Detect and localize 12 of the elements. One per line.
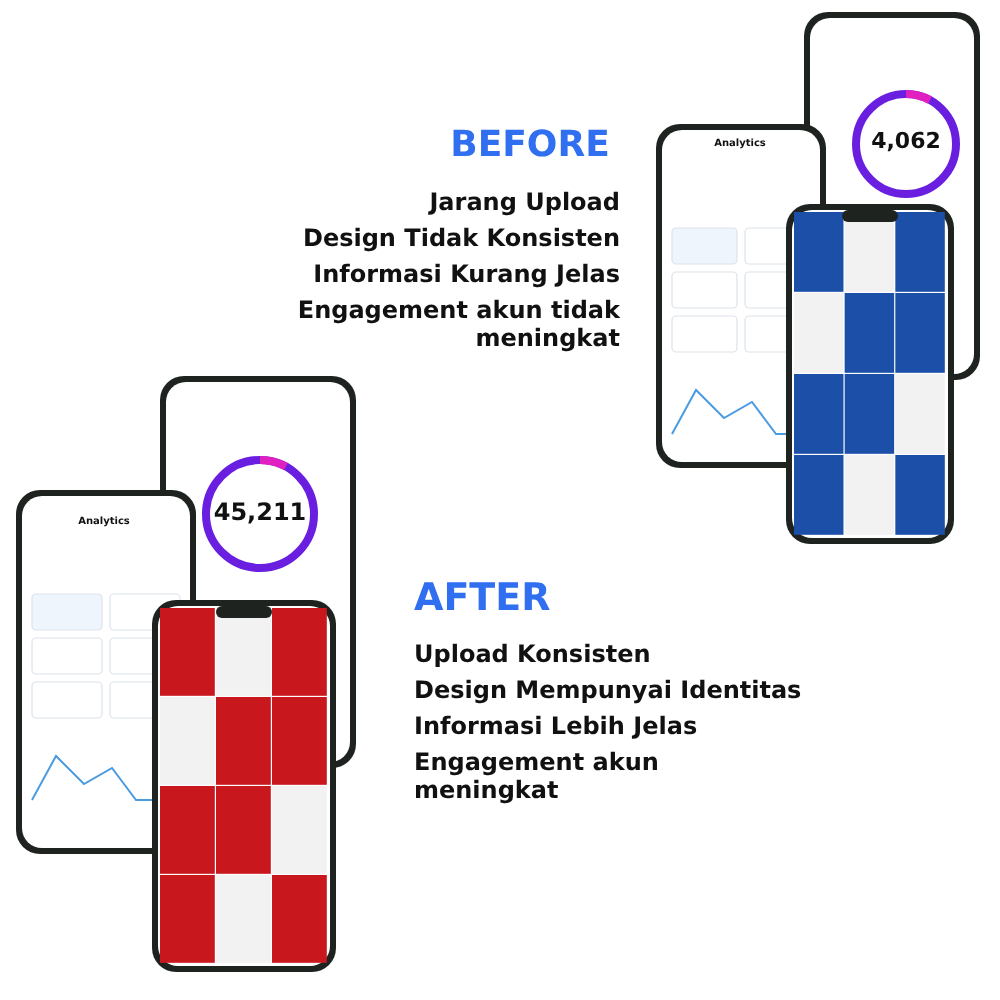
list-item: Engagement akun tidak meningkat [295, 298, 620, 354]
list-item: Engagement akun meningkat [414, 750, 661, 806]
list-item: Design Mempunyai Identitas [414, 678, 802, 706]
list-item: Upload Konsisten [414, 642, 651, 670]
list-item: Informasi Lebih Jelas [414, 714, 698, 742]
list-item: Design Tidak Konsisten [302, 226, 620, 254]
heading: AFTER [414, 578, 551, 622]
list-item: Informasi Kurang Jelas [313, 262, 620, 290]
heading: BEFORE [450, 126, 610, 168]
list-item: Jarang Upload [429, 190, 620, 218]
stat-value: 4,062 [871, 130, 941, 156]
stat-value: 45,211 [213, 500, 307, 528]
